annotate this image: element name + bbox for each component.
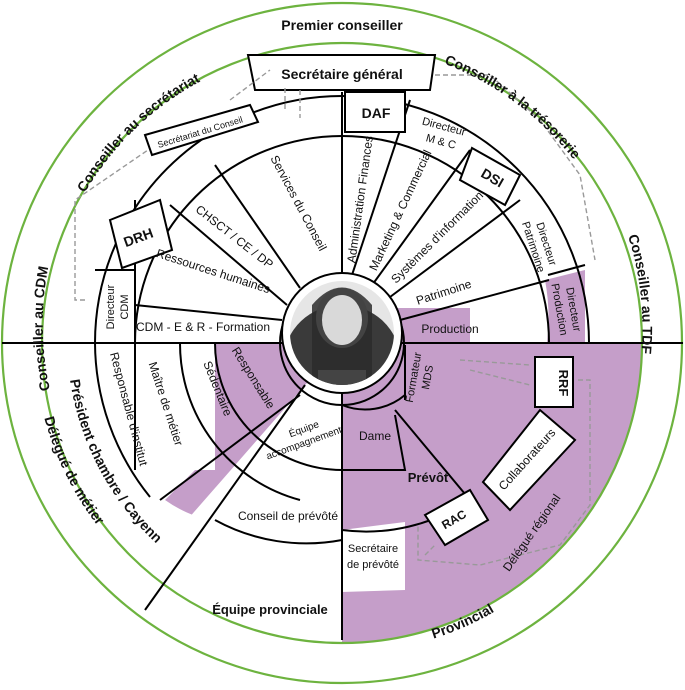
lower-left-ring-1 <box>214 342 343 471</box>
label-rrf: RRF <box>556 370 571 397</box>
rrf-box <box>534 356 574 408</box>
daf-box <box>344 91 406 133</box>
dsi-box <box>458 146 522 207</box>
dame-box <box>342 414 407 471</box>
drh-box <box>108 198 174 270</box>
rac-box <box>423 488 490 547</box>
label-conseil-prevote: Conseil de prévôté <box>238 509 338 523</box>
label-directeur-cdm-2: CDM <box>119 294 131 319</box>
label-secretaire-general: Secrétaire général <box>281 66 402 82</box>
secretaire-prevote-area <box>342 522 405 592</box>
label-prevot: Prévôt <box>408 470 449 485</box>
label-cdm-formation: CDM - E & R - Formation <box>136 320 270 334</box>
collaborateurs-box <box>481 408 577 512</box>
label-dame: Dame <box>359 429 391 443</box>
label-formateur-2: MDS <box>420 364 436 390</box>
label-secretaire-prevote-1: Secrétaire <box>348 543 398 555</box>
portrait-photo <box>290 281 394 385</box>
label-premier-conseiller: Premier conseiller <box>281 17 403 33</box>
secretaire-general-box <box>246 54 437 91</box>
label-production: Production <box>421 322 478 336</box>
lower-right-inner <box>341 394 406 411</box>
conseil-prevote-ring <box>214 519 343 545</box>
dashed-connectors <box>74 69 596 566</box>
label-daf: DAF <box>362 105 391 121</box>
prevot-edge <box>394 409 471 501</box>
equipe-provinciale-area <box>145 343 342 641</box>
lower-diag-2 <box>144 384 306 611</box>
label-secretaire-prevote-2: de prévôté <box>347 559 399 571</box>
lower-left-ring-3 <box>94 342 151 498</box>
lower-left-ring-2 <box>178 342 301 501</box>
label-directeur-cdm-1: Directeur <box>105 284 117 329</box>
lower-diag-1 <box>159 394 301 501</box>
label-equipe-provinciale: Équipe provinciale <box>212 602 328 617</box>
secretariat-box <box>143 103 260 157</box>
production-purple-outer <box>342 270 585 343</box>
